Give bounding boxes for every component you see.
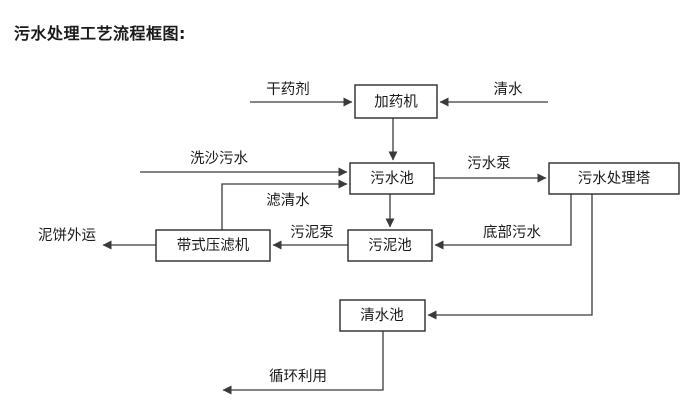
edge-label-wushuibeng: 污水泵 [467, 155, 511, 172]
node-box-wunichi [347, 229, 433, 262]
edge-label-nibingwaiyun: 泥饼外运 [38, 227, 96, 244]
node-label-wunichi: 污泥池 [368, 237, 412, 254]
edge-luqingshui-to-wushuichi [221, 179, 348, 230]
node-label-jiayaoji: 加药机 [374, 94, 418, 111]
node-wushuichulita[interactable]: 污水处理塔 [548, 162, 680, 195]
node-label-wushuichulita: 污水处理塔 [578, 170, 651, 187]
node-box-wushuichi [349, 162, 435, 195]
node-wunichi[interactable]: 污泥池 [347, 229, 433, 262]
edge-label-dibuwushui: 底部污水 [483, 224, 541, 241]
node-box-qingshuichi [339, 299, 426, 332]
page-title: 污水处理工艺流程框图: [14, 24, 186, 43]
node-label-daishiyaluji: 带式压滤机 [177, 237, 250, 254]
edge-label-wunibeng: 污泥泵 [290, 224, 334, 241]
edge-label-luqingshui: 滤清水 [266, 192, 310, 209]
node-box-wushuichulita [548, 162, 680, 195]
edge-label-xishawushui: 洗沙污水 [190, 150, 248, 167]
edge-label-xunhuanliyong: 循环利用 [269, 368, 327, 385]
node-box-jiayaoji [354, 84, 438, 119]
edge-dibuwushui-to-wunichi [434, 194, 572, 250]
node-qingshuichi[interactable]: 清水池 [339, 299, 426, 332]
edge-label-qingshui: 清水 [494, 81, 523, 98]
node-label-qingshuichi: 清水池 [360, 307, 404, 324]
edge-label-ganyaoji: 干药剂 [266, 81, 310, 98]
node-jiayaoji[interactable]: 加药机 [354, 84, 438, 119]
node-box-daishiyaluji [155, 229, 271, 262]
edge-xunhuanliyong-output [222, 331, 384, 395]
node-daishiyaluji[interactable]: 带式压滤机 [155, 229, 271, 262]
node-label-wushuichi: 污水池 [370, 170, 414, 187]
edge-wushuichulita-to-qingshuichi [427, 194, 593, 320]
node-wushuichi[interactable]: 污水池 [349, 162, 435, 195]
